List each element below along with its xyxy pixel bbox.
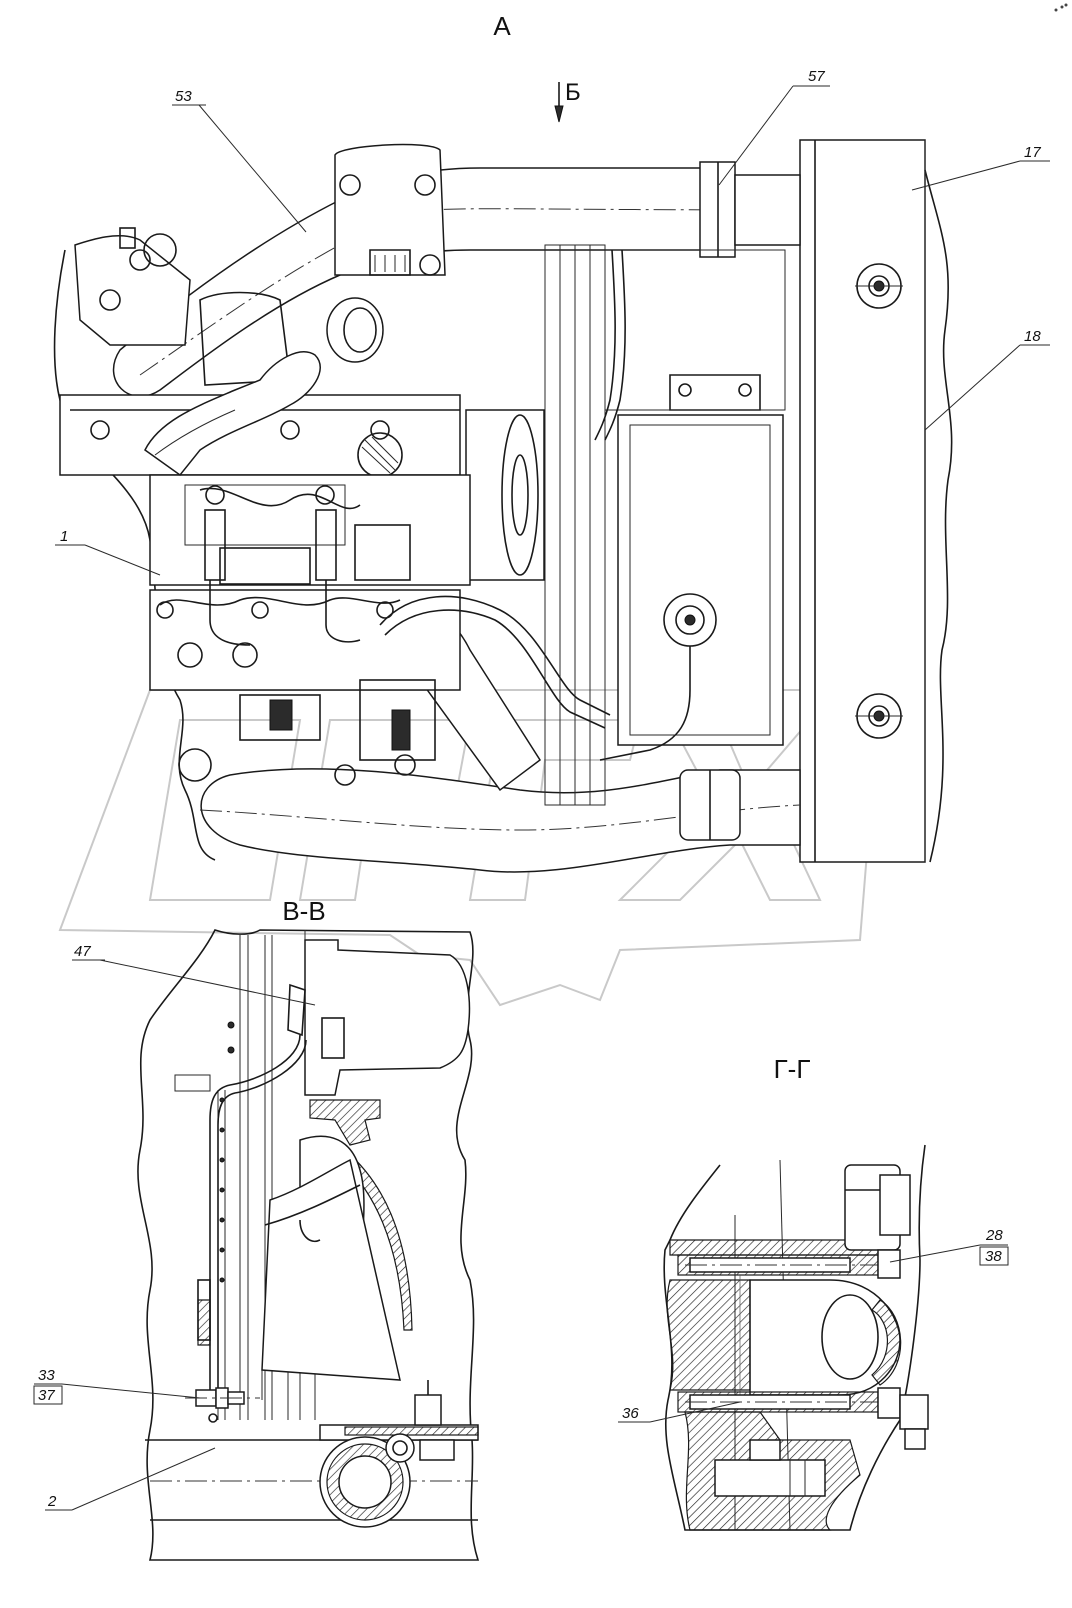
callout-38: 38: [985, 1248, 1002, 1265]
section-b-detail: [137, 929, 480, 1561]
callout-leaders: [34, 85, 1050, 1511]
callout-37: 37: [38, 1387, 55, 1404]
callout-17: 17: [1024, 144, 1041, 161]
callout-37-box: [33, 1385, 63, 1405]
view-arrow-label-b: Б: [565, 79, 581, 106]
view-a-engine-assembly: [53, 82, 953, 873]
callout-28: 28: [985, 1227, 1003, 1244]
callout-38-box: [979, 1246, 1009, 1266]
callout-36: 36: [622, 1405, 639, 1422]
radiator-tank: [799, 139, 926, 863]
callout-57: 57: [808, 68, 825, 85]
section-label-b-b: В-В: [282, 896, 325, 926]
callout-47: 47: [74, 943, 91, 960]
callout-2: 2: [47, 1493, 57, 1510]
callout-1: 1: [60, 528, 68, 545]
section-label-g-g: Г-Г: [774, 1054, 811, 1084]
callout-33: 33: [38, 1367, 55, 1384]
perforation-dots: [219, 1021, 235, 1283]
corner-mark: [1054, 3, 1068, 12]
callout-53: 53: [175, 88, 192, 105]
section-g-detail: [663, 1144, 929, 1531]
view-label-a: А: [493, 11, 511, 41]
callout-18: 18: [1024, 328, 1041, 345]
